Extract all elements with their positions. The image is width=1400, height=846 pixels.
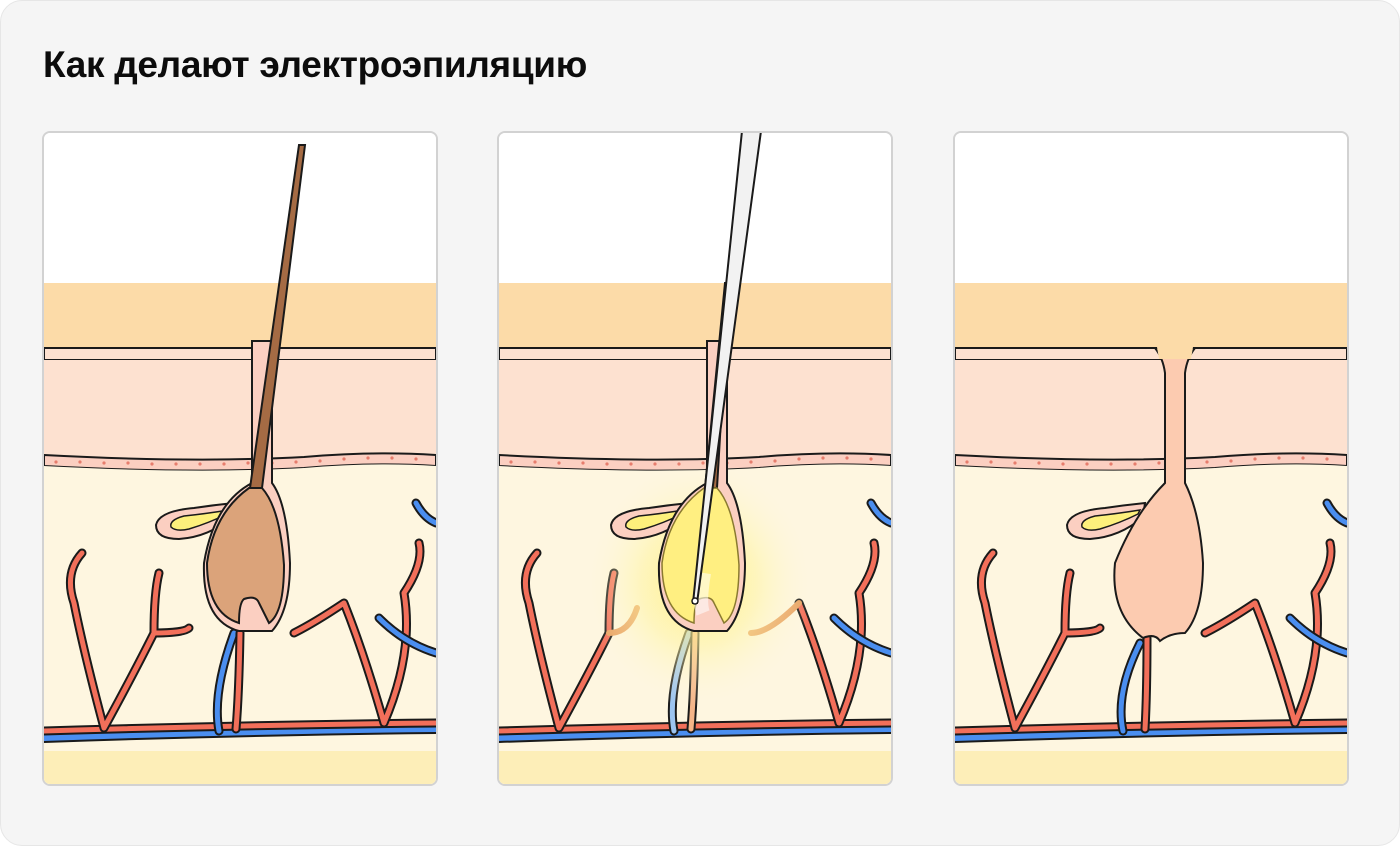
dermis-layer [499,360,891,463]
cell-layer [44,452,436,472]
skin-diagram-during [499,133,891,784]
panel-after [953,131,1349,786]
empty-follicle-icon [1113,347,1205,643]
epidermis-layer [499,283,891,348]
dermis-layer [955,360,1347,463]
panel-during [497,131,893,786]
skin-diagram-after [955,133,1347,784]
page-title: Как делают электроэпиляцию [43,44,588,85]
blood-vessels-icon [955,498,1347,743]
epidermis-layer [955,283,1347,348]
epidermis-layer [44,283,436,348]
blood-vessels-icon [44,498,436,743]
cell-layer [955,452,1347,472]
skin-diagram-before [44,133,436,784]
panel-before [42,131,438,786]
dermis-layer [44,360,436,463]
hair-bulb-icon [205,487,286,625]
